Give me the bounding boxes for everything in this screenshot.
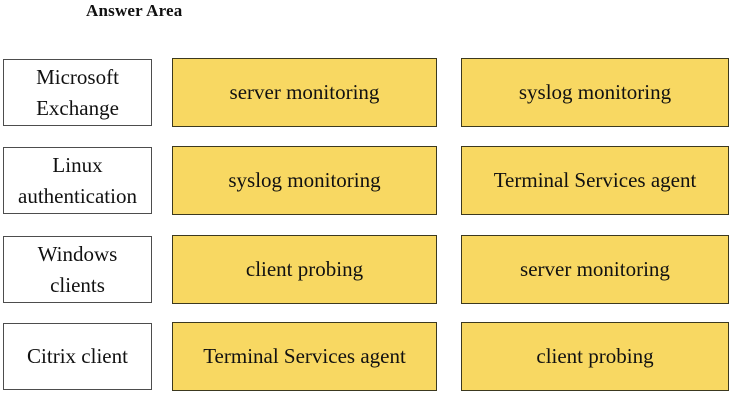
- available-option-token[interactable]: Terminal Services agent: [461, 146, 729, 215]
- available-option-token[interactable]: client probing: [461, 322, 729, 391]
- matching-row-windows-clients: Windows clients client probing server mo…: [0, 235, 736, 305]
- available-option-token[interactable]: server monitoring: [461, 235, 729, 304]
- page-title: Answer Area: [86, 1, 183, 20]
- selected-option-token[interactable]: client probing: [172, 235, 437, 304]
- source-item-box: Citrix client: [3, 323, 152, 390]
- source-label-line: Linux: [52, 152, 103, 177]
- selected-option-token[interactable]: syslog monitoring: [172, 146, 437, 215]
- source-item-box: Microsoft Exchange: [3, 59, 152, 126]
- source-label-line: Microsoft: [36, 64, 119, 89]
- matching-row-citrix-client: Citrix client Terminal Services agent cl…: [0, 322, 736, 392]
- matching-row-microsoft-exchange: Microsoft Exchange server monitoring sys…: [0, 58, 736, 128]
- source-label-line: Citrix client: [27, 344, 128, 368]
- available-option-token[interactable]: syslog monitoring: [461, 58, 729, 127]
- matching-row-linux-authentication: Linux authentication syslog monitoring T…: [0, 146, 736, 216]
- source-item-box: Linux authentication: [3, 147, 152, 214]
- selected-option-token[interactable]: server monitoring: [172, 58, 437, 127]
- source-label-line: Windows: [37, 241, 118, 266]
- source-label-line: Exchange: [36, 95, 119, 120]
- source-item-box: Windows clients: [3, 236, 152, 303]
- selected-option-token[interactable]: Terminal Services agent: [172, 322, 437, 391]
- source-label-line: authentication: [18, 183, 137, 208]
- source-label-line: clients: [50, 272, 105, 297]
